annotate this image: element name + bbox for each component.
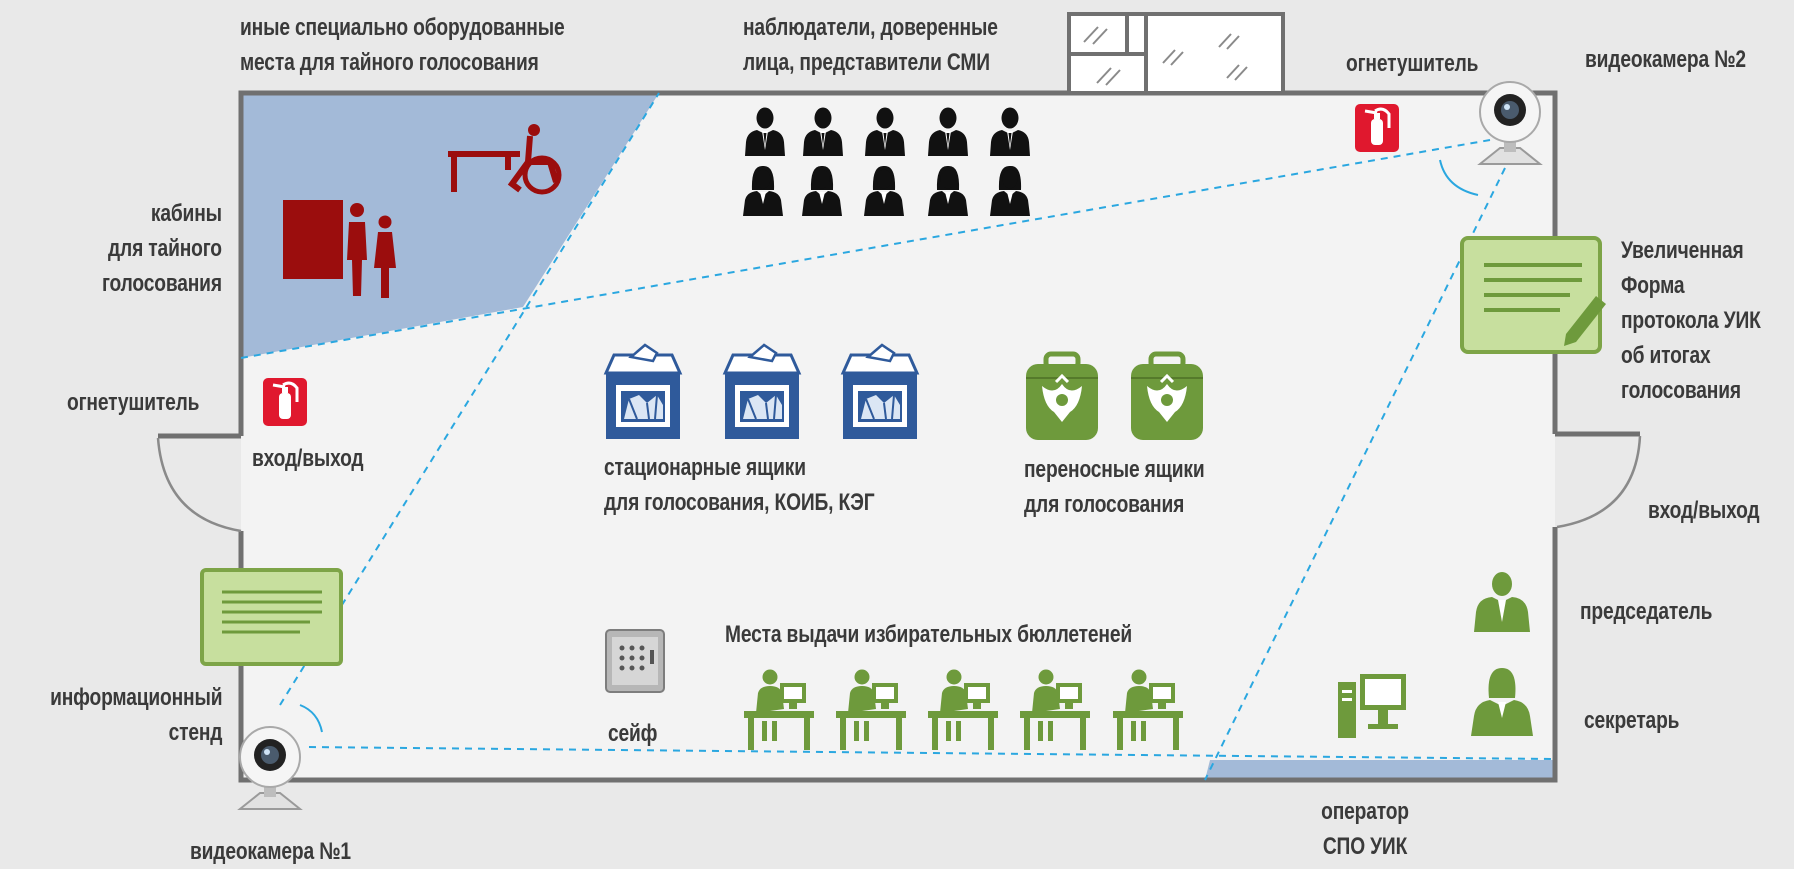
portable-ballot-box-icon — [1131, 354, 1203, 440]
operator-zone — [1205, 760, 1555, 780]
camera2-arc — [1439, 159, 1479, 196]
webcam-icon — [239, 726, 301, 810]
window — [1067, 12, 1285, 95]
label-camera-1: видеокамера №1 — [190, 838, 351, 865]
label-entrance-right: вход/выход — [1648, 497, 1760, 524]
label-entrance-left: вход/выход — [252, 445, 364, 472]
label-extinguisher-top: огнетушитель — [1346, 50, 1479, 77]
camera1-arc — [299, 704, 323, 733]
info-stand-board — [200, 568, 343, 666]
stationary-ballot-boxes — [604, 343, 919, 441]
secretary-icon — [1471, 668, 1533, 736]
camera-view-lines — [240, 92, 1556, 781]
label-safe: сейф — [608, 720, 658, 747]
fire-extinguisher-icon — [261, 376, 309, 428]
chairman-icon — [1474, 572, 1530, 632]
portable-ballot-box-icon — [1026, 354, 1098, 440]
label-extinguisher-left: огнетушитель — [67, 389, 200, 416]
ballot-box-icon — [841, 343, 919, 441]
label-secretary: секретарь — [1584, 707, 1680, 734]
door-left — [156, 437, 242, 533]
label-camera-2: видеокамера №2 — [1585, 46, 1746, 73]
fire-extinguisher-icon — [1353, 102, 1401, 154]
protocol-board — [1460, 236, 1606, 354]
label-chairman: председатель — [1580, 598, 1713, 625]
computer-icon — [1338, 674, 1406, 738]
voting-booth-icon — [283, 200, 396, 298]
wheelchair-table-icon — [448, 135, 562, 195]
label-ballot-issue: Места выдачи избирательных бюллетеней — [725, 621, 1132, 648]
ballot-box-icon — [723, 343, 801, 441]
secret-voting-booth-zone — [241, 93, 659, 358]
ballot-box-icon — [604, 343, 682, 441]
safe-icon — [605, 629, 665, 693]
door-right — [1556, 435, 1642, 529]
